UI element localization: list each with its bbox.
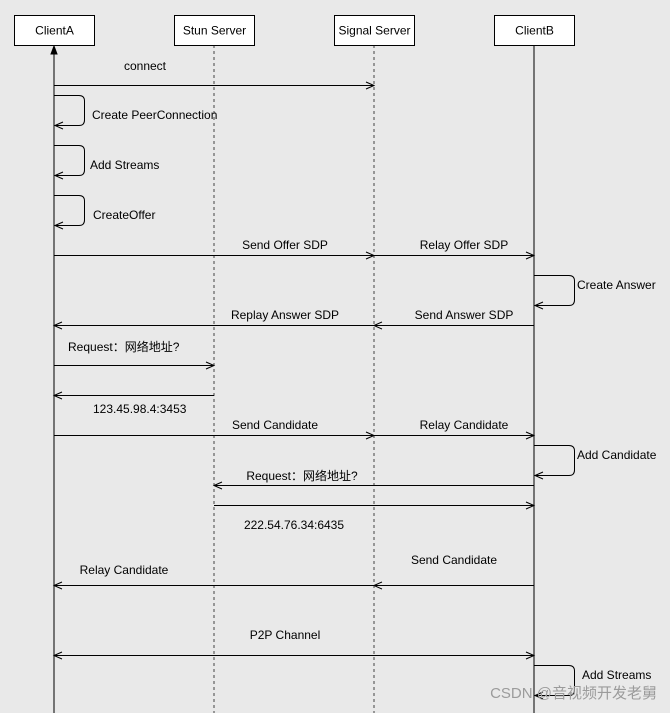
participant-box xyxy=(494,15,575,46)
message-stun-request-clienta: Request：网络地址? xyxy=(54,339,216,370)
message-label: Send Answer SDP xyxy=(415,308,514,322)
message-send-offer-sdp: Send Offer SDP xyxy=(54,238,376,260)
message-label: 123.45.98.4:3453 xyxy=(93,402,187,416)
message-label: Send Candidate xyxy=(411,553,497,567)
watermark: CSDN @音视频开发老舅 xyxy=(490,684,657,702)
message-send-candidate-clientb: Send Candidate xyxy=(372,553,534,590)
participant-label: Signal Server xyxy=(338,24,410,38)
participant-stun-server: Stun Server xyxy=(174,15,255,46)
message-label: 222.54.76.34:6435 xyxy=(244,518,344,532)
self-loop-add-streams-clientb: Add Streams xyxy=(533,665,651,700)
participant-clienta: ClientA xyxy=(14,15,95,46)
message-label: Add Streams xyxy=(90,158,159,172)
participant-box xyxy=(14,15,95,46)
message-label: Replay Answer SDP xyxy=(231,308,339,322)
self-loop-add-streams-clienta: Add Streams xyxy=(53,145,159,180)
self-loop-arrow xyxy=(533,445,575,480)
message-connect: connect xyxy=(54,59,376,90)
participant-label: ClientB xyxy=(515,24,554,38)
message-label: Request：网络地址? xyxy=(246,468,358,483)
self-loop-add-candidate: Add Candidate xyxy=(533,445,657,480)
message-label: Relay Candidate xyxy=(80,563,169,577)
participant-signal-server: Signal Server xyxy=(334,15,415,46)
participant-clientb: ClientB xyxy=(494,15,575,46)
message-p2p-channel: P2P Channel xyxy=(52,628,536,660)
message-label: Add Candidate xyxy=(577,448,657,462)
self-loop-arrow xyxy=(53,95,85,130)
message-stun-request-clientb: Request：网络地址? xyxy=(212,468,534,490)
self-loop-arrow xyxy=(533,275,575,310)
self-loop-arrow xyxy=(53,145,85,180)
participant-box xyxy=(334,15,415,46)
participant-label: Stun Server xyxy=(183,24,246,38)
message-label: Request：网络地址? xyxy=(68,339,180,354)
message-label: Create Answer xyxy=(577,278,656,292)
message-label: Create PeerConnection xyxy=(92,108,217,122)
message-label: Send Candidate xyxy=(232,418,318,432)
message-label: Relay Offer SDP xyxy=(420,238,508,252)
message-stun-response-clientb: 222.54.76.34:6435 xyxy=(214,501,536,532)
message-label: Relay Candidate xyxy=(420,418,509,432)
message-relay-candidate-to-clienta: Relay Candidate xyxy=(52,563,374,590)
message-relay-offer-sdp: Relay Offer SDP xyxy=(374,238,536,260)
message-label: connect xyxy=(124,59,167,73)
participant-box xyxy=(174,15,255,46)
self-loop-create-answer: Create Answer xyxy=(533,275,656,310)
self-loop-create-peerconnection: Create PeerConnection xyxy=(53,95,217,130)
self-loop-arrow xyxy=(533,665,575,700)
message-label: CreateOffer xyxy=(93,208,155,222)
message-label: Add Streams xyxy=(582,668,651,682)
participant-label: ClientA xyxy=(35,24,74,38)
message-label: P2P Channel xyxy=(250,628,321,642)
message-send-answer-sdp: Send Answer SDP xyxy=(372,308,534,330)
message-send-candidate-clienta: Send Candidate xyxy=(54,418,376,440)
message-stun-response-clienta: 123.45.98.4:3453 xyxy=(52,391,214,416)
message-relay-candidate-to-clientb: Relay Candidate xyxy=(374,418,536,440)
message-label: Send Offer SDP xyxy=(242,238,328,252)
self-loop-arrow xyxy=(53,195,85,230)
message-replay-answer-sdp: Replay Answer SDP xyxy=(52,308,374,330)
self-loop-create-offer: CreateOffer xyxy=(53,195,155,230)
